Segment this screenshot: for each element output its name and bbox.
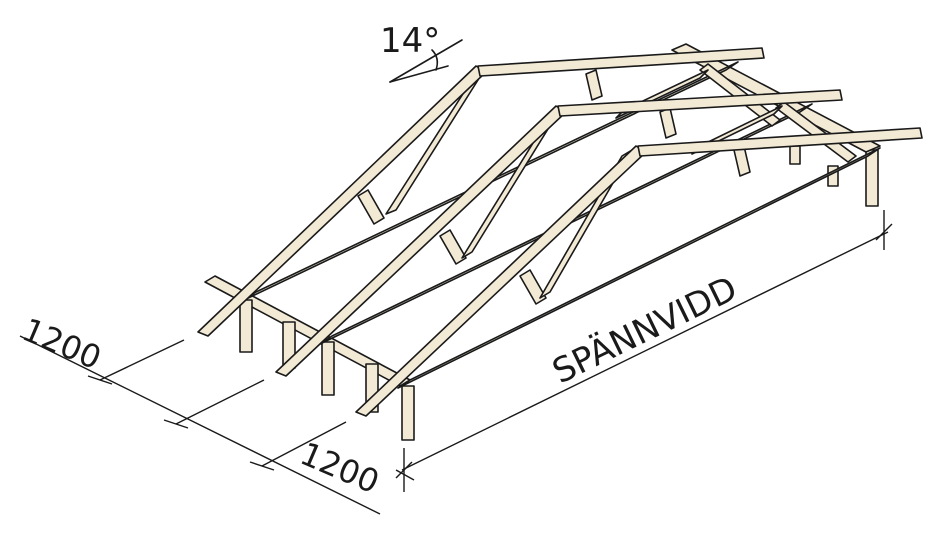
rafter-right: [557, 89, 843, 117]
support-posts: [239, 145, 879, 441]
post: [401, 385, 415, 441]
post: [321, 341, 335, 396]
angle-label: 14°: [380, 21, 440, 61]
post: [789, 145, 801, 165]
span-dimension: [395, 210, 893, 492]
front-eave-beam: [204, 275, 411, 387]
rafter-right: [637, 127, 923, 157]
post: [865, 149, 879, 207]
spacing-label-right: 1200: [295, 434, 385, 501]
angle-indicator: [389, 39, 463, 83]
rafter-left: [275, 105, 567, 377]
rafter-right: [477, 47, 765, 77]
post: [239, 299, 253, 353]
rafters: [197, 47, 923, 417]
span-label: SPÄNNVIDD: [546, 269, 743, 392]
rafter-left: [355, 145, 647, 417]
spacing-dimension: [19, 335, 415, 515]
spacing-label-left: 1200: [17, 310, 107, 377]
rafter-left: [197, 65, 487, 337]
